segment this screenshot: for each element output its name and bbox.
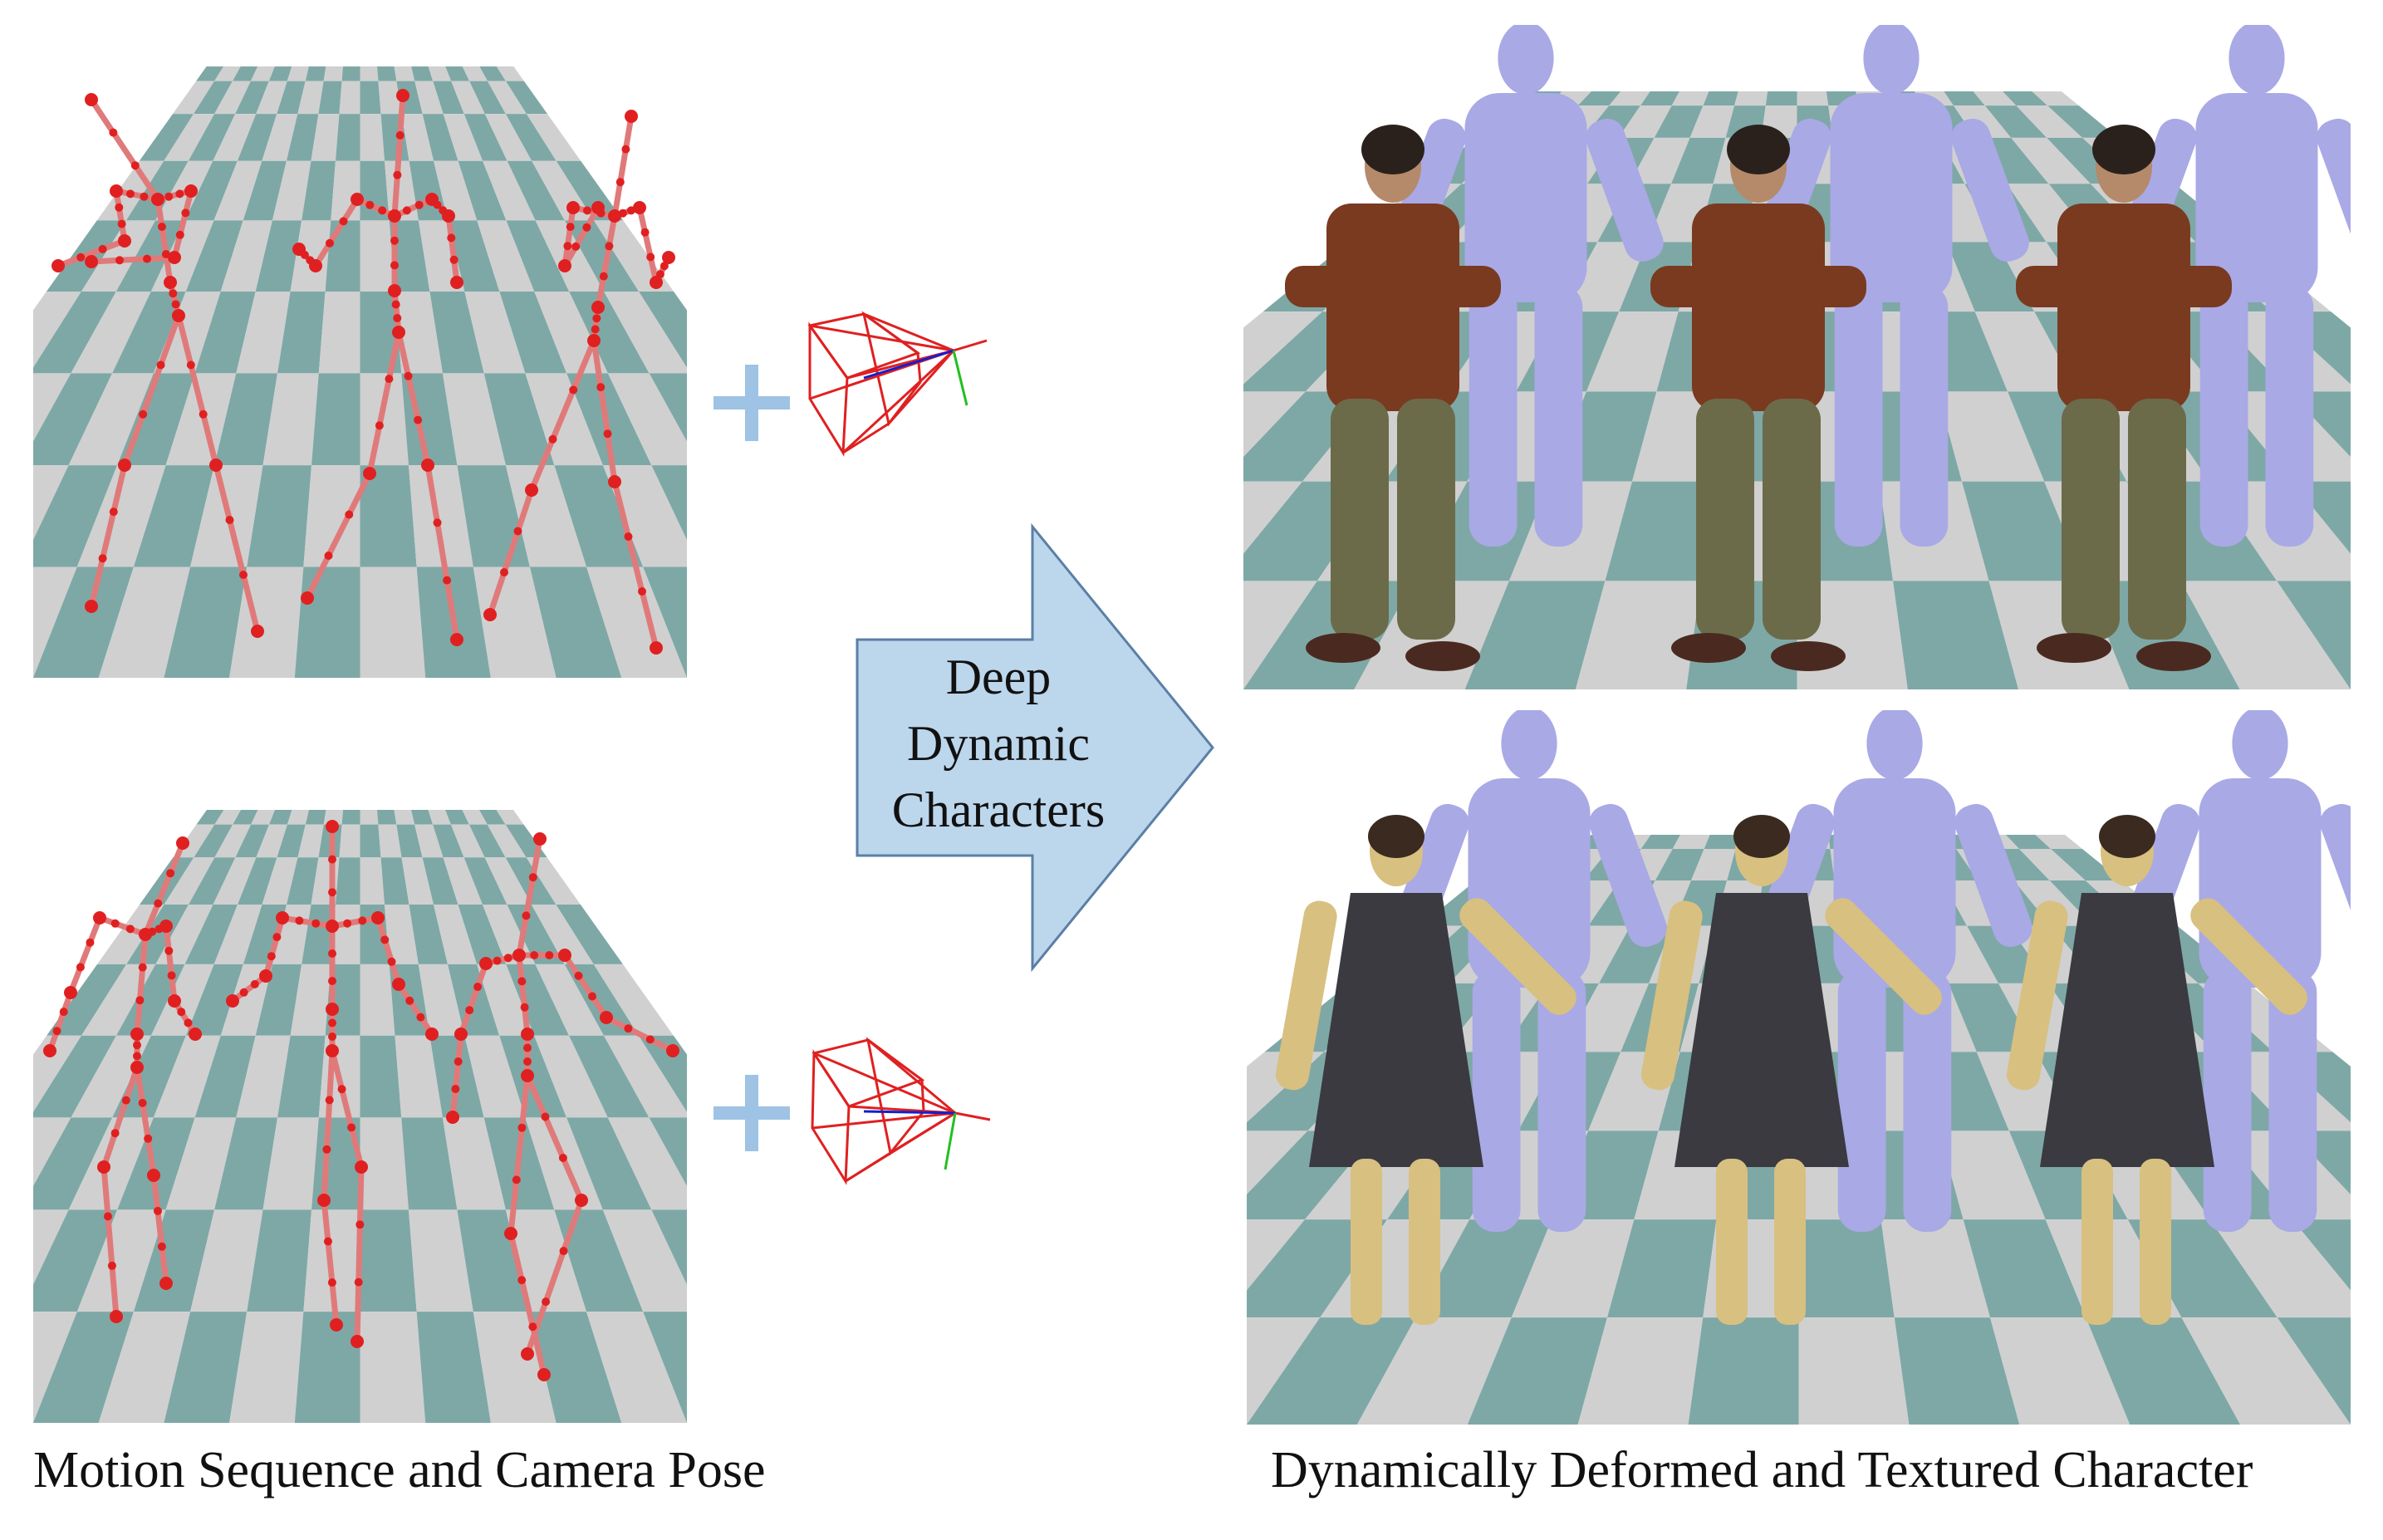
arrow-label: Deep Dynamic Characters [857,644,1140,843]
plus-icon [710,361,793,444]
skeleton-panel-bottom [33,810,687,1423]
skeleton-scene-bottom [33,810,687,1423]
skeleton-scene-top [33,66,687,678]
camera-frustum-icon [797,1030,997,1196]
arrow-label-line: Deep [945,650,1052,704]
character-scene-top [1243,25,2351,689]
characters [1285,25,2351,671]
plus-icon [710,1072,793,1155]
skeletons [43,820,679,1381]
arrow-label-line: Characters [891,782,1106,837]
arrow-label-line: Dynamic [907,716,1090,771]
skeletons [51,89,675,655]
caption-left: Motion Sequence and Camera Pose [33,1442,766,1498]
caption-right: Dynamically Deformed and Textured Charac… [1271,1442,2253,1498]
process-arrow [854,523,1219,972]
camera-frustum-icon [797,299,997,465]
character-panel-top [1243,25,2351,689]
checkerboard-floor [33,66,687,678]
skeleton-panel-top [33,66,687,678]
characters [1275,710,2351,1325]
character-scene-bottom [1247,710,2351,1425]
character-panel-bottom [1247,710,2351,1425]
